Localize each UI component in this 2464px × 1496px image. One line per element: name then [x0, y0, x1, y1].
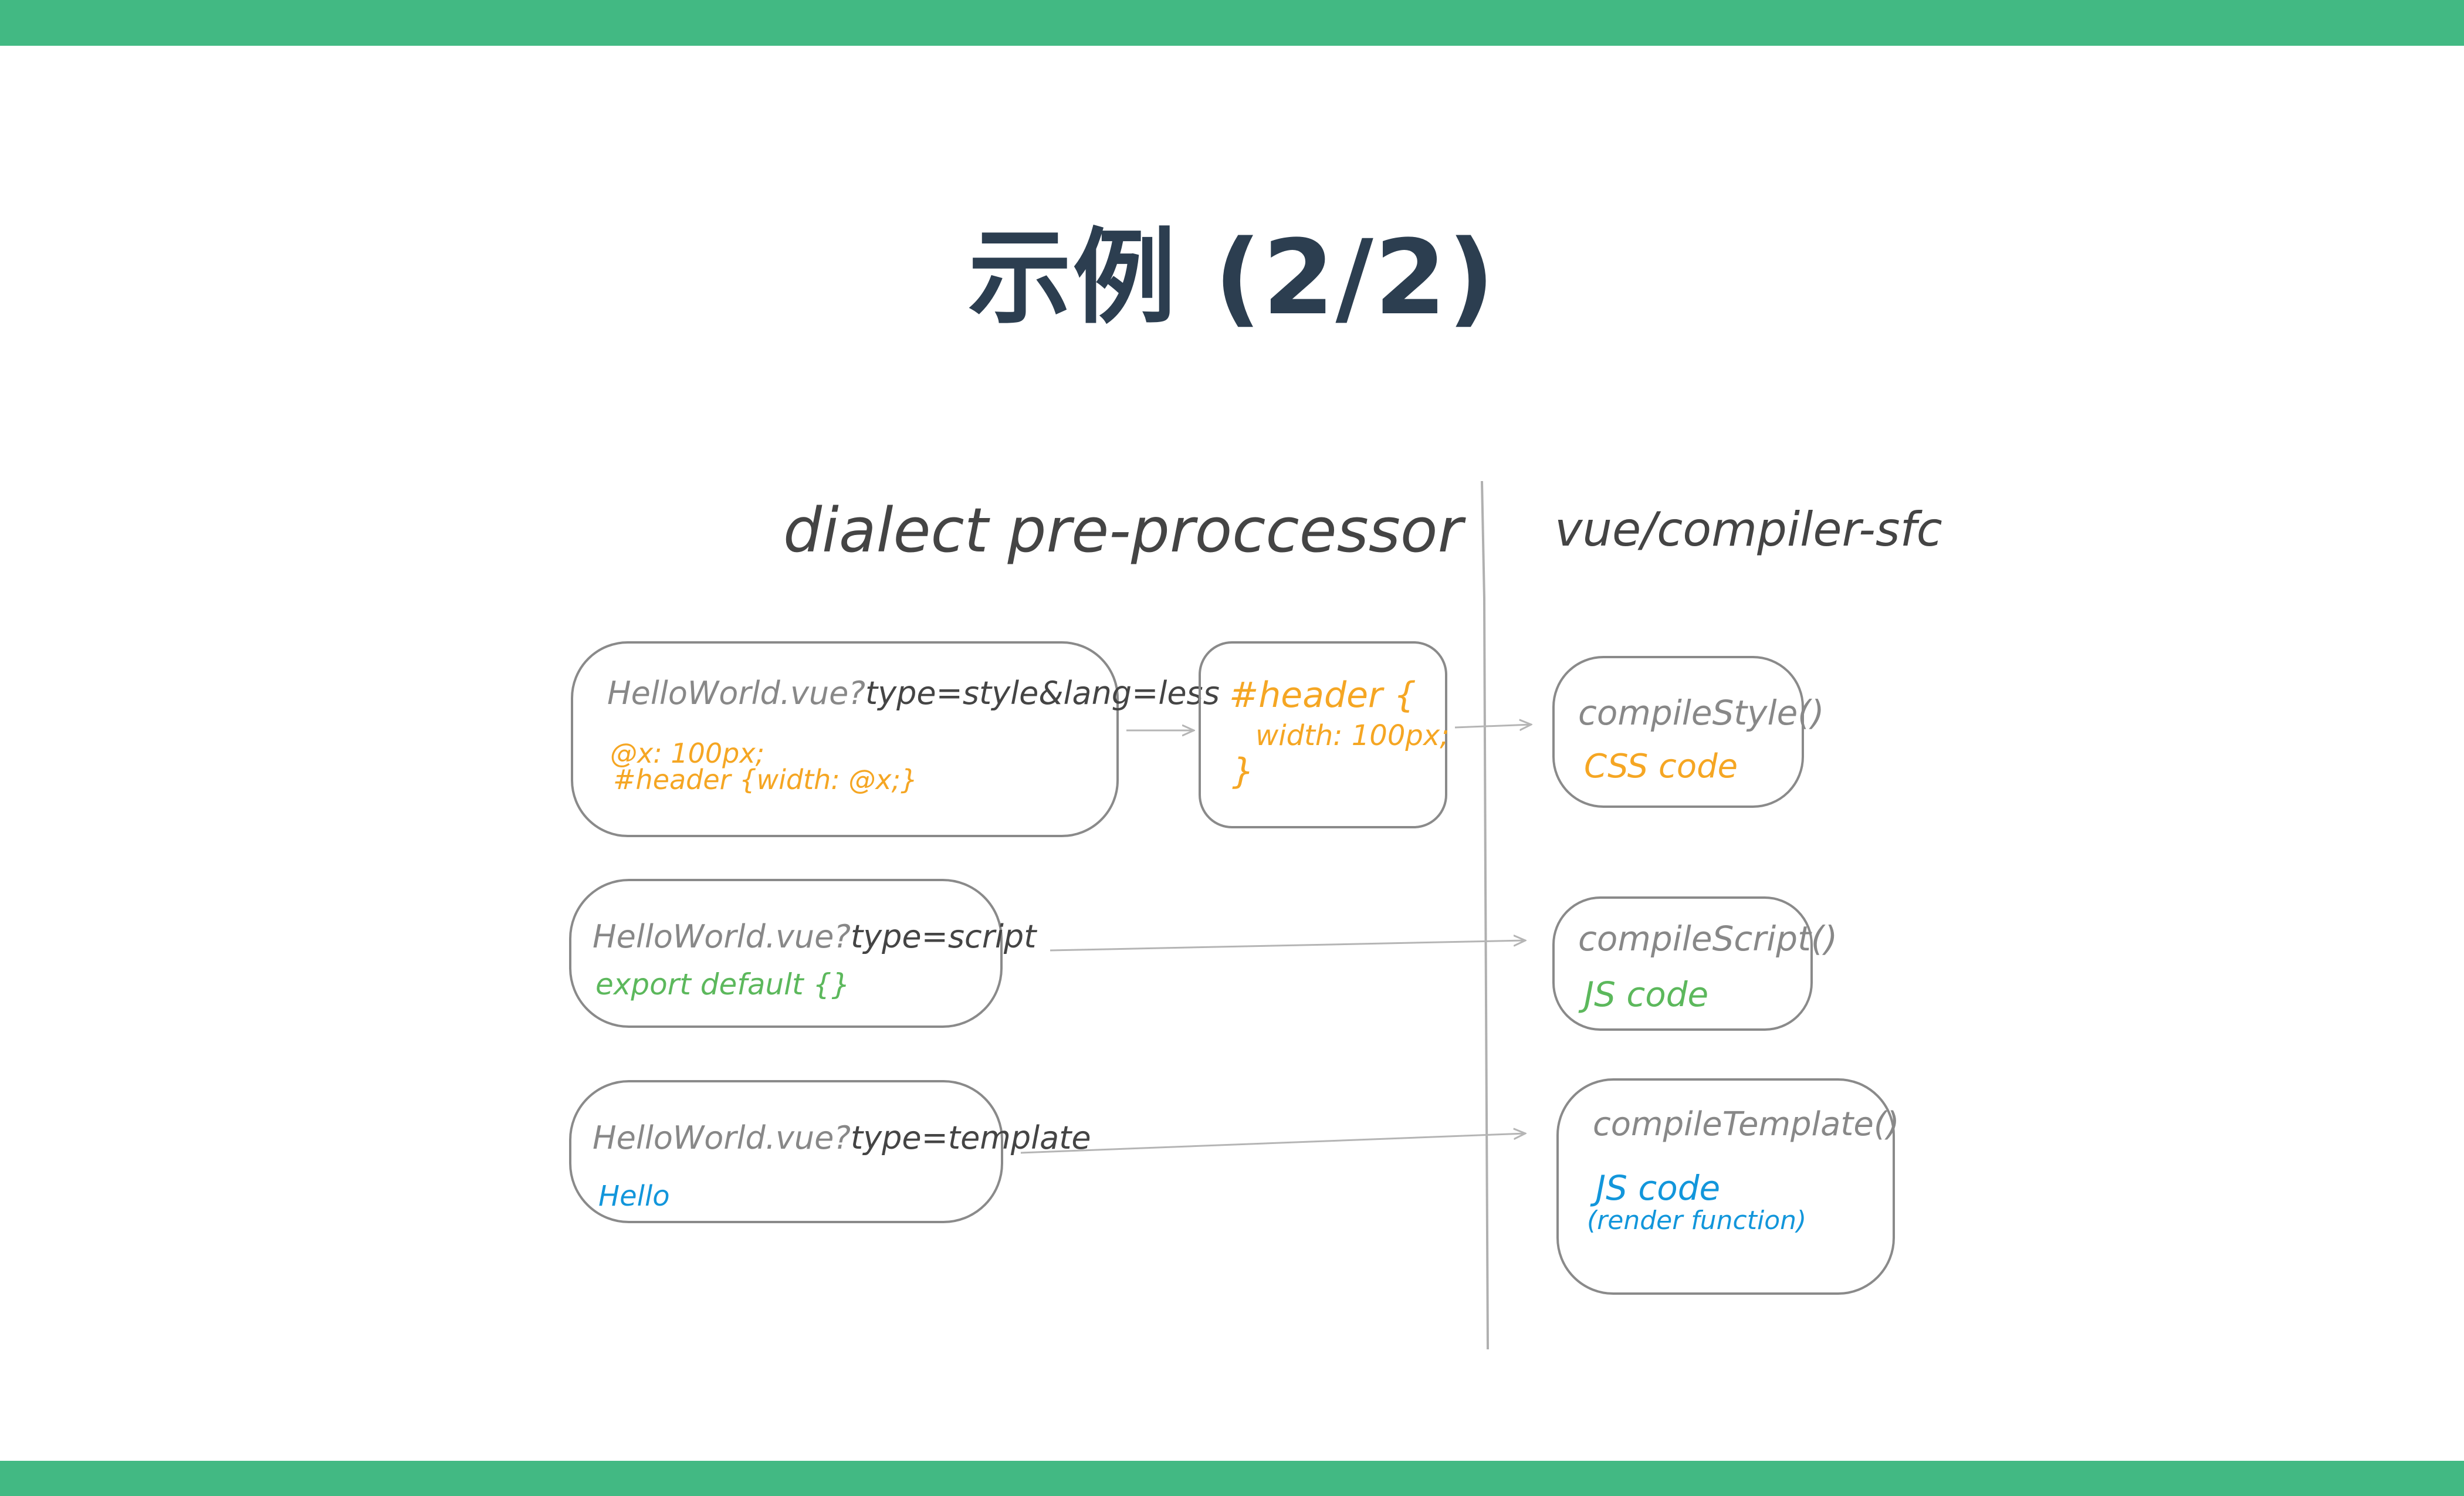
arrow-template-to-compile-template: [1020, 1133, 1525, 1154]
style-request-box: HelloWorld.vue?type=style&lang=less @x: …: [571, 641, 1220, 837]
arrow-css-to-compile-style: [1454, 725, 1531, 727]
css-output-line-2: width: 100px;: [1255, 719, 1449, 752]
compile-template-result: JS code: [1590, 1168, 1720, 1208]
less-code-line-1: @x: 100px;: [610, 737, 764, 769]
compile-style-box: compileStyle() CSS code: [1552, 656, 1825, 808]
style-request-border: [571, 641, 1119, 837]
css-output-box: #header { width: 100px; }: [1199, 641, 1449, 828]
compiler-sfc-heading: vue/compiler-sfc: [1555, 502, 1942, 557]
compile-template-result-note: (render function): [1587, 1206, 1806, 1236]
template-request-border: [569, 1080, 1003, 1223]
bottom-accent-bar: [0, 1461, 2464, 1496]
css-output-border: [1199, 641, 1447, 828]
template-request-prefix: HelloWorld.vue?: [593, 1119, 851, 1156]
compile-template-function: compileTemplate(): [1593, 1105, 1900, 1143]
script-request-border: [569, 879, 1003, 1028]
less-code-line-2: #header {width: @x;}: [613, 764, 918, 796]
compile-style-border: [1552, 656, 1804, 808]
compile-style-function: compileStyle(): [1578, 693, 1825, 733]
preprocessor-heading: dialect pre-proccessor: [783, 495, 1467, 566]
css-output-line-1: #header {: [1229, 675, 1416, 716]
css-output-line-3: }: [1232, 751, 1254, 792]
top-accent-bar: [0, 0, 2464, 46]
compile-template-border: [1556, 1078, 1895, 1295]
template-code-line-1: Hello: [598, 1180, 670, 1213]
compile-style-result: CSS code: [1584, 747, 1738, 786]
script-request-prefix: HelloWorld.vue?: [593, 918, 851, 955]
arrow-script-to-compile-script: [1050, 940, 1525, 952]
compile-script-result: JS code: [1578, 974, 1708, 1014]
compile-script-border: [1552, 896, 1813, 1031]
compile-script-box: compileScript() JS code: [1552, 896, 1837, 1031]
svg-text:HelloWorld.vue?type=script: HelloWorld.vue?type=script: [593, 918, 1037, 955]
script-request-box: HelloWorld.vue?type=script export defaul…: [569, 879, 1037, 1028]
script-request-query: type=script: [851, 918, 1037, 955]
template-request-box: HelloWorld.vue?type=template Hello: [569, 1080, 1091, 1223]
script-code-line-1: export default {}: [595, 967, 850, 1001]
template-request-query: type=template: [851, 1119, 1091, 1156]
svg-text:HelloWorld.vue?type=style&lang: HelloWorld.vue?type=style&lang=less: [607, 675, 1220, 712]
column-divider: [1481, 480, 1489, 1350]
style-request-prefix: HelloWorld.vue?: [607, 675, 865, 712]
compile-script-function: compileScript(): [1578, 919, 1837, 959]
compile-template-box: compileTemplate() JS code (render functi…: [1556, 1078, 1900, 1295]
svg-text:HelloWorld.vue?type=template: HelloWorld.vue?type=template: [593, 1119, 1091, 1156]
style-request-query: type=style&lang=less: [865, 675, 1220, 712]
